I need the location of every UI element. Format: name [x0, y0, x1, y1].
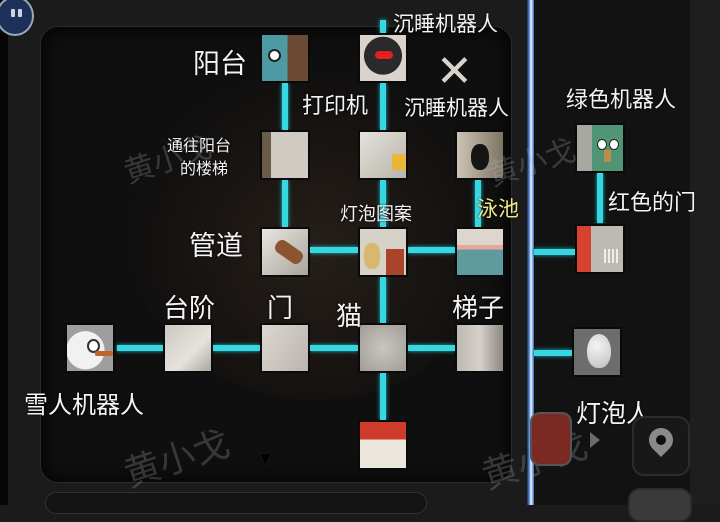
node-pipe[interactable]	[260, 227, 310, 277]
door-art	[386, 249, 404, 275]
label-steps: 台阶	[163, 294, 216, 324]
connector	[213, 345, 260, 351]
connector	[408, 345, 455, 351]
connector	[117, 345, 163, 351]
node-steps[interactable]	[163, 323, 213, 373]
label-snowman-robot: 雪人机器人	[24, 391, 144, 419]
player-avatar[interactable]	[0, 0, 34, 36]
connector	[282, 83, 288, 130]
node-mask[interactable]	[455, 130, 505, 180]
label-stairs-line1: 通往阳台	[167, 136, 232, 155]
panel-divider	[527, 0, 534, 505]
node-ladder[interactable]	[455, 323, 505, 373]
robot-eye-icon	[268, 49, 281, 62]
label-ladder: 梯子	[452, 294, 505, 324]
carrot-nose-icon	[95, 351, 113, 356]
label-pipe: 管道	[189, 231, 243, 262]
pipe-icon	[272, 237, 306, 267]
avatar-eye	[18, 9, 22, 17]
robot-nose-icon	[604, 150, 611, 162]
expand-arrow-button[interactable]: ▼	[260, 451, 271, 467]
connector	[380, 180, 386, 227]
connector	[380, 277, 386, 323]
node-door[interactable]	[260, 323, 310, 373]
bottom-bar	[45, 492, 427, 514]
side-panel-edge	[690, 0, 720, 505]
location-pin-icon	[644, 423, 678, 457]
label-cat: 猫	[336, 302, 363, 332]
node-bulb-man[interactable]	[572, 327, 622, 377]
connector	[380, 20, 386, 33]
connector	[534, 249, 575, 255]
label-sleeping-robot: 沉睡机器人	[404, 96, 509, 120]
node-bulb-pattern[interactable]	[358, 227, 408, 277]
connector	[282, 180, 288, 227]
bulb-pattern-art	[364, 243, 380, 269]
sad-mask-icon	[471, 144, 489, 170]
connector	[380, 83, 386, 130]
label-sleeping-robot-top: 沉睡机器人	[393, 12, 498, 36]
play-arrow-icon[interactable]	[590, 432, 600, 448]
label-pool: 泳池	[477, 197, 519, 221]
connector	[310, 247, 358, 253]
node-red-door[interactable]	[575, 224, 625, 274]
node-printer-robot[interactable]	[358, 33, 408, 83]
label-bulb-pattern: 灯泡图案	[340, 204, 412, 225]
location-button[interactable]	[632, 416, 690, 476]
bottom-right-button[interactable]	[628, 488, 692, 522]
keypad-icon	[604, 249, 618, 263]
snowman-eye-icon	[87, 339, 100, 353]
node-snowman-robot[interactable]	[65, 323, 115, 373]
label-balcony: 阳台	[193, 49, 247, 80]
screen-edge	[0, 0, 8, 505]
node-tower[interactable]	[358, 420, 408, 470]
connector	[597, 173, 603, 223]
robot-mouth-icon	[375, 51, 393, 59]
lightbulb-icon	[587, 334, 611, 368]
label-printer: 打印机	[302, 94, 369, 119]
yellow-object	[392, 154, 406, 170]
connector	[380, 373, 386, 420]
connector	[310, 345, 358, 351]
connector	[408, 247, 455, 253]
robot-eye-icon	[597, 139, 607, 150]
label-green-robot: 绿色机器人	[566, 88, 677, 113]
connector	[534, 350, 572, 356]
red-action-button[interactable]	[530, 412, 572, 466]
node-cat[interactable]	[358, 323, 408, 373]
label-stairs-line2: 的楼梯	[180, 159, 229, 178]
node-pool[interactable]	[455, 227, 505, 277]
node-stairs-to-balcony[interactable]	[260, 130, 310, 180]
label-door: 门	[267, 294, 294, 324]
avatar-eye	[11, 9, 15, 17]
node-balcony-robot[interactable]	[260, 33, 310, 83]
label-red-door: 红色的门	[608, 191, 697, 216]
connector	[475, 180, 481, 227]
node-bulb-room[interactable]	[358, 130, 408, 180]
robot-eye-icon	[609, 139, 619, 150]
node-green-robot[interactable]	[575, 123, 625, 173]
close-x-marker-icon[interactable]: ✕	[436, 46, 473, 97]
